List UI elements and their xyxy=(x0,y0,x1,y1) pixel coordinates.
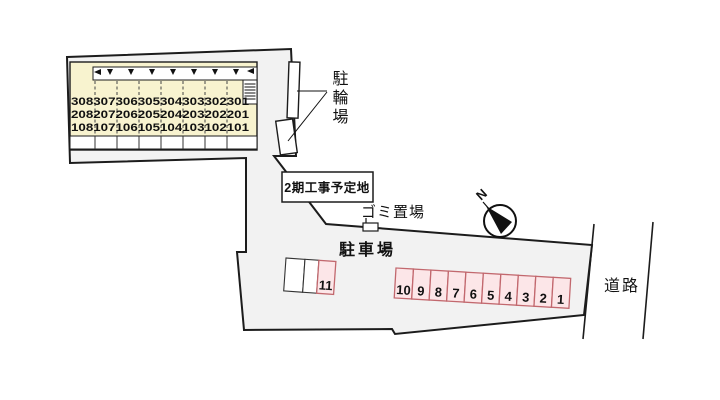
parking-label: 駐車場 xyxy=(339,240,396,259)
garbage-area: ゴミ置場 xyxy=(361,203,425,232)
unit-dividers xyxy=(94,81,228,135)
stall-number: 4 xyxy=(504,289,513,304)
balcony-strip xyxy=(69,135,258,150)
garbage-label: ゴミ置場 xyxy=(361,203,425,221)
stall-number: 7 xyxy=(452,285,460,300)
phase2-label: 2期工事予定地 xyxy=(284,180,369,195)
door-triangle-icon xyxy=(233,69,239,75)
stairs-icon xyxy=(242,79,258,105)
stall xyxy=(550,276,572,310)
bicycle-parking: 駐輪場 xyxy=(274,61,349,156)
door-triangle-icon xyxy=(212,69,218,75)
stall-row: 10 9 8 7 6 5 4 3 2 1 xyxy=(393,267,572,310)
door-markers xyxy=(94,68,254,75)
phase2-area: 2期工事予定地 xyxy=(281,171,374,203)
arrow-left-icon xyxy=(94,69,101,75)
unit-row-1f: 108107106105104103102101 xyxy=(71,122,249,134)
bicycle-rack-1 xyxy=(286,61,301,119)
garbage-marker xyxy=(362,222,379,232)
phase2-box xyxy=(281,171,374,203)
road-left-edge xyxy=(582,223,595,340)
compass-north-label: N xyxy=(473,186,490,203)
arrow-right-icon xyxy=(247,68,254,74)
bicycle-rack-2 xyxy=(274,118,299,156)
door-triangle-icon xyxy=(170,69,176,75)
road-right-edge xyxy=(642,221,654,340)
stall-11 xyxy=(315,259,337,296)
door-triangle-icon xyxy=(128,69,134,75)
stall-number: 1 xyxy=(557,292,565,307)
balcony-dividers xyxy=(94,136,228,149)
corridor-strip xyxy=(92,66,258,81)
door-triangle-icon xyxy=(149,69,155,75)
north-arrow-icon xyxy=(486,206,512,234)
road-label: 道路 xyxy=(604,277,640,295)
stall-number: 8 xyxy=(434,284,442,299)
road: 道路 xyxy=(582,221,654,340)
side-stall-group: 11 xyxy=(283,257,337,296)
unit-row-2f: 208207206205204203202201 xyxy=(71,109,249,121)
stall-number: 3 xyxy=(522,290,530,305)
building: 308307306305304303302301 208207206205204… xyxy=(69,61,258,151)
door-triangle-icon xyxy=(191,69,197,75)
unit-row-3f: 308307306305304303302301 xyxy=(71,96,249,108)
compass: N xyxy=(473,186,517,238)
stall-empty xyxy=(283,257,306,293)
stall-number: 6 xyxy=(469,286,477,301)
stall-number: 9 xyxy=(417,283,425,298)
stall-number: 5 xyxy=(487,287,495,302)
stall-number: 2 xyxy=(539,291,547,306)
door-triangle-icon xyxy=(107,69,113,75)
bicycle-parking-label: 駐輪場 xyxy=(330,70,349,127)
stall-number: 10 xyxy=(396,282,411,298)
stall-11-number: 11 xyxy=(318,277,333,293)
parking-lot: 駐車場 11 10 9 8 7 xyxy=(283,240,572,310)
compass-circle xyxy=(483,204,517,238)
leader-line xyxy=(287,91,328,142)
